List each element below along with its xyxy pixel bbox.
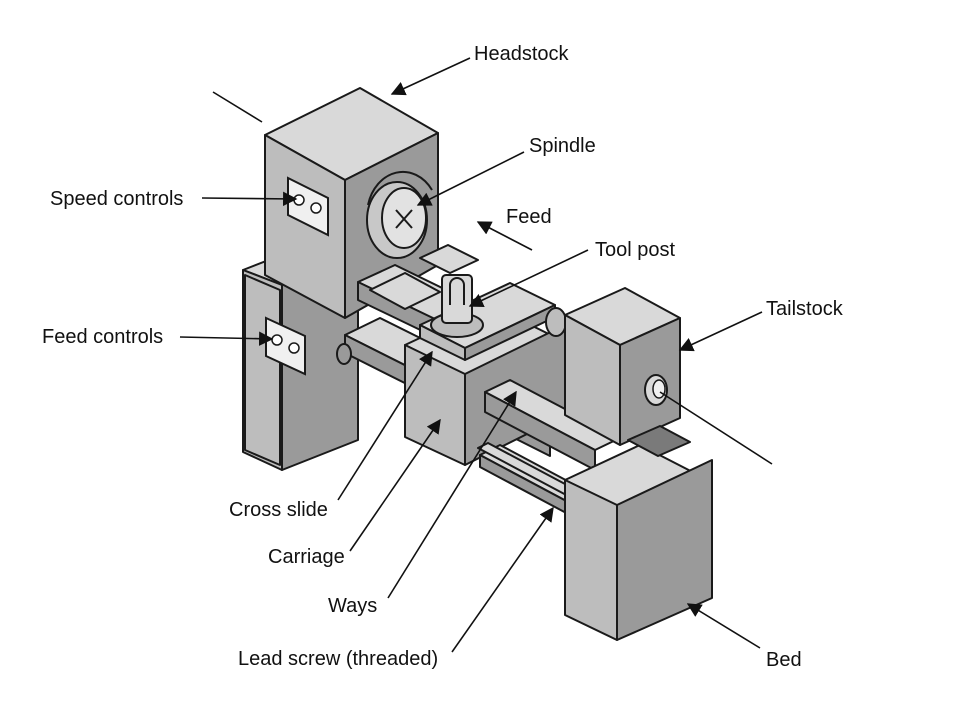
leader-lead-screw	[451, 506, 554, 653]
label-feed-controls: Feed controls	[42, 326, 163, 348]
label-headstock: Headstock	[474, 43, 569, 65]
leader-cross-slide	[337, 350, 433, 501]
lathe-drawing	[242, 87, 713, 641]
leader-tool-post	[468, 249, 589, 307]
label-lead-screw: Lead screw (threaded)	[238, 648, 438, 670]
leader-ways	[387, 390, 517, 599]
leader-headstock	[390, 57, 471, 96]
leader-lines	[179, 57, 773, 653]
leader-feed-arrow	[476, 221, 533, 251]
label-speed-controls: Speed controls	[50, 188, 183, 210]
leader-carriage	[349, 418, 441, 552]
label-tool-post: Tool post	[595, 239, 675, 261]
leader-spindle	[416, 151, 525, 206]
label-cross-slide: Cross slide	[229, 499, 328, 521]
label-bed: Bed	[766, 649, 802, 671]
label-spindle: Spindle	[529, 135, 596, 157]
label-feed: Feed	[506, 206, 552, 228]
leader-bed	[686, 603, 761, 649]
leader-tailstock	[678, 311, 763, 352]
leader-feed-controls	[179, 331, 274, 346]
bed	[564, 425, 713, 641]
tailstock	[545, 287, 681, 446]
label-tailstock: Tailstock	[766, 298, 844, 320]
labels: Headstock Spindle Feed Tool post Speed c…	[42, 43, 844, 671]
leader-unlabeled-left	[212, 91, 263, 123]
leader-unlabeled-right	[659, 391, 773, 465]
label-carriage: Carriage	[268, 546, 345, 568]
spindle	[366, 170, 433, 259]
label-ways: Ways	[328, 595, 377, 617]
leader-speed-controls	[201, 191, 298, 207]
tool-post	[419, 244, 484, 338]
